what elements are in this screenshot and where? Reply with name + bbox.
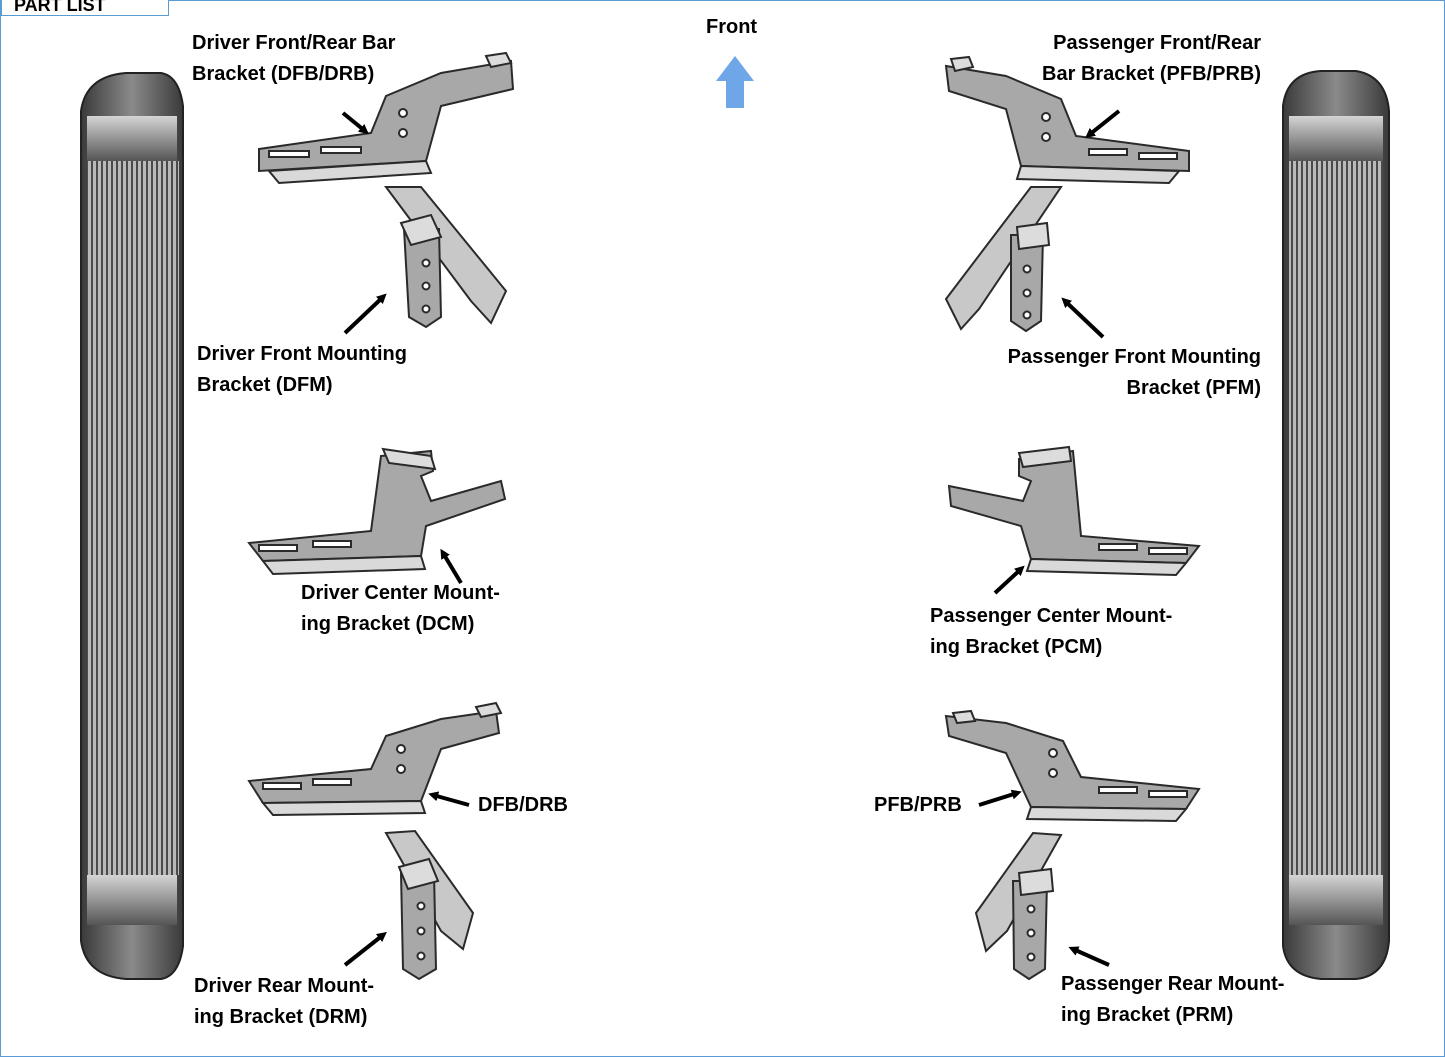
pfm-bracket <box>944 186 1063 333</box>
dfm-label: Driver Front Mounting Bracket (DFM) <box>197 339 407 401</box>
prm-bracket <box>974 831 1063 981</box>
pcm-label-line1: Passenger Center Mount- <box>930 605 1173 627</box>
pcm-bracket <box>947 445 1201 577</box>
drm-label-line2: ing Bracket (DRM) <box>194 1006 368 1028</box>
dfm-label-line2: Bracket (DFM) <box>197 374 333 396</box>
drm-bracket <box>384 829 475 981</box>
prm-label-line2: ing Bracket (PRM) <box>1061 1004 1234 1026</box>
dfb-label: Driver Front/Rear Bar Bracket (DFB/DRB) <box>192 28 395 90</box>
passenger-running-board <box>1282 70 1390 980</box>
arrow-dcm <box>440 548 463 585</box>
pfb-label-line1: Passenger Front/Rear <box>1053 32 1261 54</box>
dfm-bracket <box>384 186 508 329</box>
dfb-label-line1: Driver Front/Rear Bar <box>192 32 396 54</box>
arrow-pfm <box>1061 297 1105 339</box>
dfb-bracket-bottom <box>247 701 503 817</box>
dcm-label: Driver Center Mount- ing Bracket (DCM) <box>301 578 500 640</box>
arrow-drm <box>343 931 387 967</box>
pfb-short-label: PFB/PRB <box>874 794 962 816</box>
pcm-label-line2: ing Bracket (PCM) <box>930 636 1103 658</box>
dcm-label-line1: Driver Center Mount- <box>301 582 500 604</box>
driver-running-board <box>80 72 184 980</box>
drm-label: Driver Rear Mount- ing Bracket (DRM) <box>194 971 374 1033</box>
pfm-label-line1: Passenger Front Mounting <box>1007 346 1261 368</box>
arrow-dfb <box>341 111 369 135</box>
pfb-bracket-top <box>944 55 1190 185</box>
page-title: PART LIST <box>1 0 169 16</box>
front-label: Front <box>706 16 758 38</box>
arrow-dfm <box>343 293 387 335</box>
dfb-label-line2: Bracket (DFB/DRB) <box>192 63 375 85</box>
dfb-bracket-top <box>258 51 515 185</box>
front-arrow-icon <box>716 56 754 108</box>
pointer-arrows <box>341 109 1121 967</box>
dcm-bracket <box>247 447 507 576</box>
pfm-label-line2: Bracket (PFM) <box>1126 377 1261 399</box>
dfb-short-label: DFB/DRB <box>478 794 568 816</box>
arrow-pfb-short <box>978 789 1022 807</box>
arrow-dfb-short <box>428 791 470 807</box>
pfb-bracket-bottom <box>944 709 1201 823</box>
dcm-label-line2: ing Bracket (DCM) <box>301 613 475 635</box>
arrow-prm <box>1068 946 1110 967</box>
pfb-label: Passenger Front/Rear Bar Bracket (PFB/PR… <box>1042 28 1261 90</box>
pfb-label-line2: Bar Bracket (PFB/PRB) <box>1042 63 1261 85</box>
pcm-label: Passenger Center Mount- ing Bracket (PCM… <box>930 601 1172 663</box>
pfm-label: Passenger Front Mounting Bracket (PFM) <box>1008 342 1261 404</box>
dfm-label-line1: Driver Front Mounting <box>197 343 407 365</box>
prm-label-line1: Passenger Rear Mount- <box>1061 973 1285 995</box>
arrow-pfb <box>1085 109 1121 139</box>
prm-label: Passenger Rear Mount- ing Bracket (PRM) <box>1061 969 1284 1031</box>
arrow-pcm <box>993 565 1025 595</box>
drm-label-line1: Driver Rear Mount- <box>194 975 375 997</box>
